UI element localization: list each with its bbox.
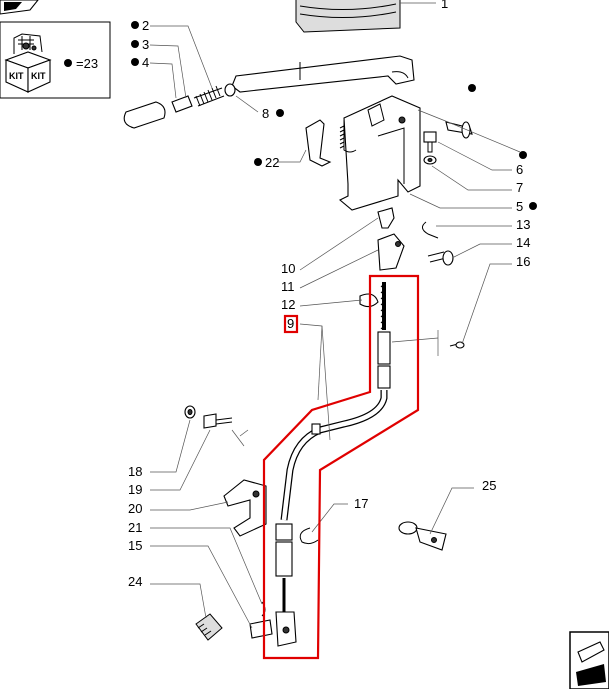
callout-2: 2 bbox=[142, 18, 149, 33]
hardware-6-7 bbox=[423, 121, 473, 165]
highlight-outline bbox=[262, 274, 420, 660]
callout-labels: 1 2 3 4 8 22 6 7 5 13 14 16 10 11 12 9 1… bbox=[128, 0, 530, 589]
grommet-24 bbox=[195, 613, 223, 641]
callout-17: 17 bbox=[354, 496, 368, 511]
callout-22: 22 bbox=[265, 155, 279, 170]
lever-boot bbox=[295, 0, 436, 33]
next-page-arrow-icon[interactable] bbox=[569, 631, 609, 689]
callout-7: 7 bbox=[516, 180, 523, 195]
pin-clip-15-21 bbox=[249, 601, 273, 639]
callout-16: 16 bbox=[516, 254, 530, 269]
callout-13: 13 bbox=[516, 217, 530, 232]
bullets bbox=[131, 21, 537, 210]
callout-19: 19 bbox=[128, 482, 142, 497]
brake-cable[interactable] bbox=[275, 282, 391, 647]
callout-3: 3 bbox=[142, 37, 149, 52]
callout-5: 5 bbox=[516, 199, 523, 214]
callout-21: 21 bbox=[128, 520, 142, 535]
callout-20: 20 bbox=[128, 501, 142, 516]
callout-9[interactable]: 9 bbox=[287, 316, 294, 331]
prev-page-arrow-icon[interactable] bbox=[0, 0, 39, 15]
callout-24: 24 bbox=[128, 574, 142, 589]
kit-box-icon: KIT KIT bbox=[4, 33, 52, 93]
hand-lever[interactable] bbox=[231, 55, 415, 93]
callout-12: 12 bbox=[281, 297, 295, 312]
callout-4: 4 bbox=[142, 55, 149, 70]
cable-clip bbox=[299, 527, 319, 545]
lever-spring bbox=[193, 85, 225, 107]
callout-8: 8 bbox=[262, 106, 269, 121]
callout-1: 1 bbox=[441, 0, 448, 11]
callout-25: 25 bbox=[482, 478, 496, 493]
callout-11: 11 bbox=[281, 279, 295, 294]
callout-14: 14 bbox=[516, 235, 530, 250]
quadrant-bracket bbox=[339, 95, 421, 211]
callout-6: 6 bbox=[516, 162, 523, 177]
kit-count-label: =23 bbox=[76, 56, 98, 71]
bullet-icon bbox=[64, 59, 72, 67]
lever-grip-assembly[interactable] bbox=[123, 83, 236, 129]
kit-badge-left: KIT bbox=[9, 71, 24, 81]
clamp-25 bbox=[398, 521, 447, 551]
kit-box: KIT KIT =23 bbox=[0, 21, 111, 99]
callout-10: 10 bbox=[281, 261, 295, 276]
callout-15: 15 bbox=[128, 538, 142, 553]
kit-badge-right: KIT bbox=[31, 71, 46, 81]
cable-bracket bbox=[223, 429, 267, 537]
callout-18: 18 bbox=[128, 464, 142, 479]
small-bracket bbox=[305, 119, 332, 167]
clip-pins bbox=[422, 221, 465, 349]
leader-lines bbox=[149, 25, 521, 629]
bolt-washer-18-19 bbox=[184, 405, 233, 429]
